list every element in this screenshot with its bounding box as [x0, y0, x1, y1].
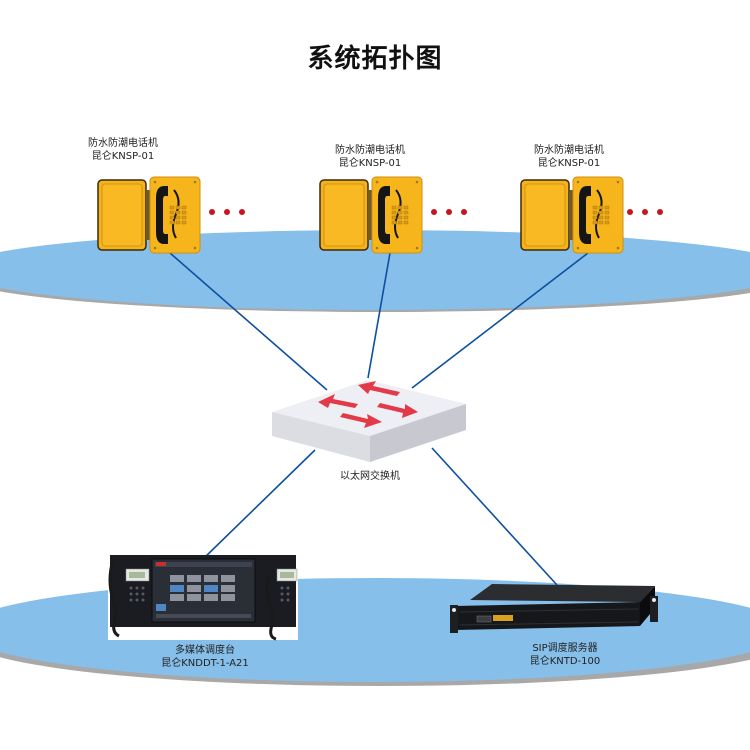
link-phone-3-switch — [411, 252, 589, 389]
phone-1-name: 防水防潮电话机 — [88, 138, 158, 149]
console-model: 昆仑KNDDT-1-A21 — [161, 658, 249, 669]
dispatch-console-icon — [108, 555, 298, 641]
rack-server-icon — [450, 584, 658, 633]
server-label: SIP调度服务器 昆仑KNTD-100 — [510, 642, 620, 668]
phone-1-model: 昆仑KNSP-01 — [91, 151, 155, 162]
phone-1-label: 防水防潮电话机 昆仑KNSP-01 — [73, 137, 173, 163]
phone-3-name: 防水防潮电话机 — [534, 145, 604, 156]
ethernet-switch-icon — [272, 380, 466, 462]
page-title: 系统拓扑图 — [307, 44, 443, 74]
console-name: 多媒体调度台 — [175, 645, 235, 656]
dots-1 — [209, 209, 245, 215]
dots-3 — [627, 209, 663, 215]
server-name: SIP调度服务器 — [532, 643, 598, 654]
link-switch-console — [201, 449, 316, 561]
phone-2-name: 防水防潮电话机 — [335, 145, 405, 156]
switch-label: 以太网交换机 — [340, 471, 400, 482]
phone-2-model: 昆仑KNSP-01 — [338, 158, 402, 169]
link-phone-1-switch — [169, 252, 328, 391]
server-model: 昆仑KNTD-100 — [529, 656, 601, 667]
phone-3-label: 防水防潮电话机 昆仑KNSP-01 — [519, 144, 619, 170]
console-label: 多媒体调度台 昆仑KNDDT-1-A21 — [150, 644, 260, 670]
phone-3-model: 昆仑KNSP-01 — [537, 158, 601, 169]
link-phone-2-switch — [367, 252, 391, 379]
link-switch-server — [431, 447, 558, 586]
phone-2-label: 防水防潮电话机 昆仑KNSP-01 — [320, 144, 420, 170]
dots-2 — [431, 209, 467, 215]
